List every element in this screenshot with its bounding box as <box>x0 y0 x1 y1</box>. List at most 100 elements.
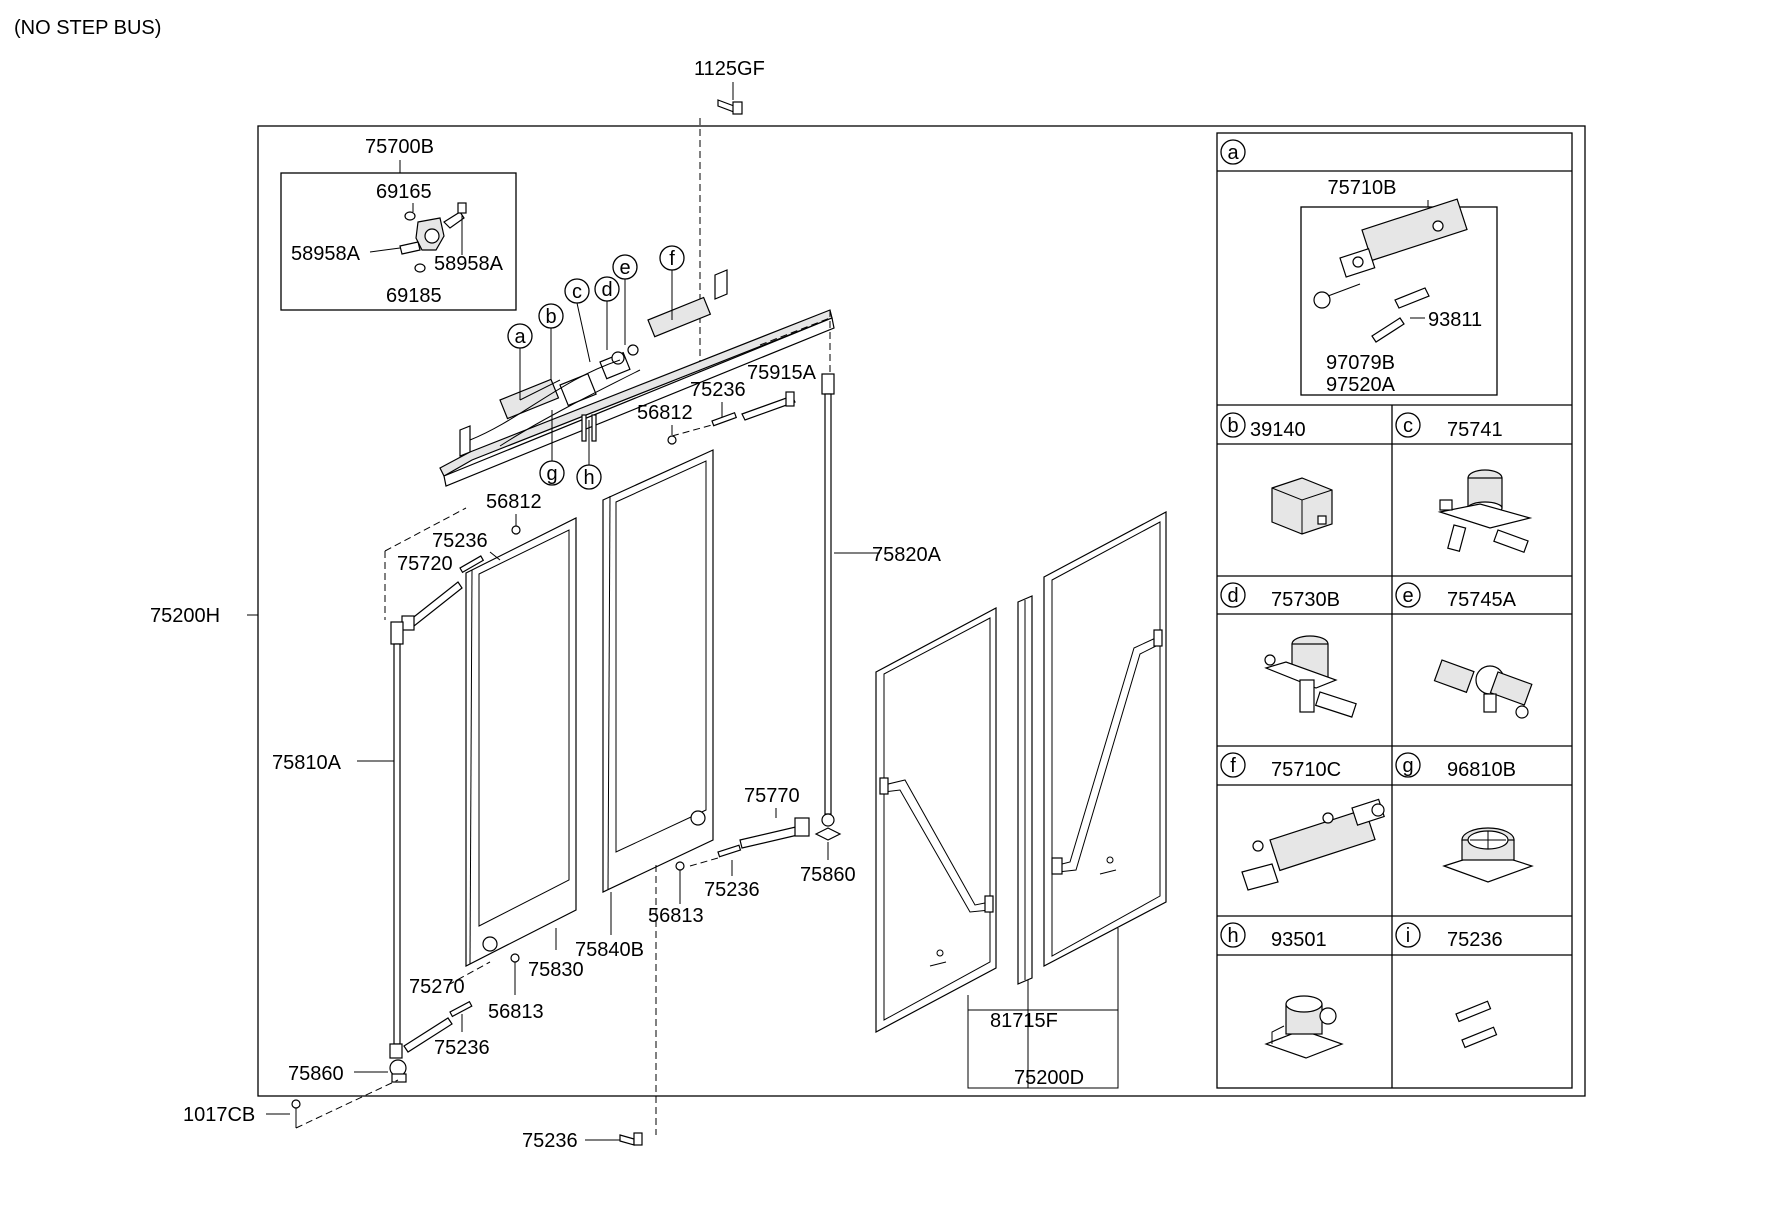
door-rod-left-icon <box>389 621 404 1059</box>
lower-arm-left-icon <box>403 1017 453 1053</box>
valve-assembly-icon <box>369 202 467 273</box>
relay-box-icon <box>1271 477 1333 535</box>
label-75236-mid[interactable]: 75236 <box>704 879 760 901</box>
label-97079B: 97079B <box>1326 352 1395 374</box>
exhaust-valve-icon <box>1433 659 1533 719</box>
callout-e[interactable]: e <box>612 254 638 280</box>
label-56813-low[interactable]: 56813 <box>488 1001 544 1023</box>
label-75915A[interactable]: 75915A <box>747 362 817 384</box>
label-1017CB[interactable]: 1017CB <box>183 1104 255 1126</box>
nut-icon <box>510 953 520 963</box>
air-cylinder-icon <box>1313 198 1468 309</box>
svg-text:d: d <box>1227 585 1238 607</box>
label-75820A[interactable]: 75820A <box>872 544 942 566</box>
svg-text:c: c <box>1403 415 1413 437</box>
svg-text:h: h <box>1227 925 1238 947</box>
label-75200H[interactable]: 75200H <box>150 605 220 627</box>
stud-icon <box>717 844 742 858</box>
label-75236-bottom[interactable]: 75236 <box>522 1130 578 1152</box>
svg-text:e: e <box>619 257 630 279</box>
label-58958A-left[interactable]: 58958A <box>291 243 361 265</box>
detail-panel-g[interactable]: g 96810B <box>1395 752 1534 883</box>
stud-icon <box>711 412 738 427</box>
label-75710B: 75710B <box>1328 177 1397 199</box>
buzzer-icon <box>1442 827 1534 883</box>
label-75860-left[interactable]: 75860 <box>288 1063 344 1085</box>
header-note: (NO STEP BUS) <box>14 17 161 39</box>
callout-c[interactable]: c <box>564 278 590 304</box>
switch-icon <box>1264 995 1344 1059</box>
label-75720[interactable]: 75720 <box>397 553 453 575</box>
bolt-icon <box>717 99 743 115</box>
detail-panel-c[interactable]: c 75741 <box>1395 412 1533 553</box>
pivot-bracket-icon <box>814 813 842 841</box>
glass-door-right-icon <box>1043 511 1167 967</box>
door-arm-icon <box>741 391 796 421</box>
svg-text:b: b <box>1227 415 1238 437</box>
label-75830[interactable]: 75830 <box>528 959 584 981</box>
svg-text:g: g <box>546 463 557 485</box>
door-engine-rail-icon <box>439 269 835 487</box>
door-arm-left-icon <box>401 581 463 631</box>
label-75236-top[interactable]: 75236 <box>690 379 746 401</box>
detail-panel-f[interactable]: f 75710C <box>1220 752 1385 891</box>
stud-icon <box>449 1000 473 1018</box>
label-56813-mid[interactable]: 56813 <box>648 905 704 927</box>
detail-panel-a[interactable]: a 75710B 93811 97079B 97520A <box>1220 139 1498 396</box>
label-75860-right[interactable]: 75860 <box>800 864 856 886</box>
main-frame <box>257 125 1586 1097</box>
label-75270[interactable]: 75270 <box>409 976 465 998</box>
nut-icon <box>675 861 685 871</box>
door-panel-75840B-icon <box>602 449 714 893</box>
label-93811: 93811 <box>1428 309 1482 331</box>
label-97520A: 97520A <box>1326 374 1396 396</box>
label-75745A: 75745A <box>1447 589 1517 611</box>
pivot-bracket-left-icon <box>389 1059 407 1083</box>
screw-icon <box>291 1099 301 1128</box>
door-rod-right-icon <box>821 373 835 815</box>
detail-panel-b[interactable]: b 39140 <box>1220 412 1333 535</box>
label-75770[interactable]: 75770 <box>744 785 800 807</box>
nut-icon <box>511 525 521 535</box>
callout-f[interactable]: f <box>659 245 685 271</box>
label-69185[interactable]: 69185 <box>386 285 442 307</box>
callout-a[interactable]: a <box>507 323 533 349</box>
label-75700B[interactable]: 75700B <box>365 136 434 158</box>
callout-h[interactable]: h <box>576 464 602 490</box>
air-valve-icon <box>1264 635 1357 718</box>
callout-d[interactable]: d <box>594 276 620 302</box>
callout-g[interactable]: g <box>539 460 565 486</box>
svg-text:h: h <box>583 467 594 489</box>
nut-icon <box>667 435 677 445</box>
svg-text:e: e <box>1402 585 1413 607</box>
svg-text:c: c <box>572 281 582 303</box>
svg-text:a: a <box>1227 142 1239 164</box>
label-58958A-right[interactable]: 58958A <box>434 253 504 275</box>
label-56812-left[interactable]: 56812 <box>486 491 542 513</box>
lower-arm-icon <box>739 817 810 849</box>
detail-panel-h[interactable]: h 93501 <box>1220 922 1344 1059</box>
label-75236-left[interactable]: 75236 <box>432 530 488 552</box>
label-75730B: 75730B <box>1271 589 1340 611</box>
label-75200D[interactable]: 75200D <box>1014 1067 1084 1089</box>
svg-text:f: f <box>1230 755 1236 777</box>
detail-panel-i[interactable]: i 75236 <box>1395 922 1503 1049</box>
label-75741: 75741 <box>1447 419 1503 441</box>
svg-text:d: d <box>601 279 612 301</box>
label-56812-top[interactable]: 56812 <box>637 402 693 424</box>
label-81715F[interactable]: 81715F <box>990 1010 1058 1032</box>
label-69165[interactable]: 69165 <box>376 181 432 203</box>
label-75236-detail: 75236 <box>1447 929 1503 951</box>
label-75236-low[interactable]: 75236 <box>434 1037 490 1059</box>
detail-panel-e[interactable]: e 75745A <box>1395 582 1533 719</box>
label-75710C: 75710C <box>1271 759 1341 781</box>
callout-b[interactable]: b <box>538 303 564 329</box>
label-1125GF[interactable]: 1125GF <box>694 58 765 80</box>
label-75810A[interactable]: 75810A <box>272 752 342 774</box>
solenoid-valve-icon <box>1437 469 1533 553</box>
detail-panel-d[interactable]: d 75730B <box>1220 582 1357 718</box>
inset-box-75700B <box>280 172 517 311</box>
label-75840B[interactable]: 75840B <box>575 939 644 961</box>
svg-text:a: a <box>514 326 526 348</box>
label-93501: 93501 <box>1271 929 1327 951</box>
